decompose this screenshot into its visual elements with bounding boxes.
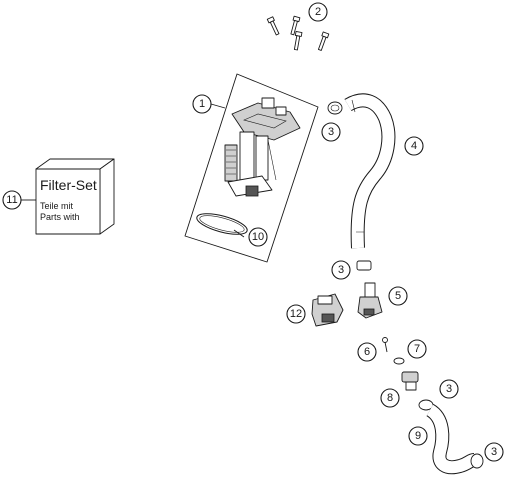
washer-part-7	[393, 357, 405, 365]
o-ring-part-10	[196, 213, 248, 235]
filter-set-line-1: Teile mit	[40, 201, 74, 211]
callout-4: 4	[404, 136, 424, 156]
clamp-part-3-bottom	[470, 453, 484, 469]
callout-9: 9	[408, 426, 428, 446]
callout-6: 6	[357, 342, 377, 362]
callout-label-1: 1	[199, 98, 205, 110]
clamp-part-3-top	[327, 101, 343, 115]
hose-part-9	[425, 403, 475, 475]
callout-3-bottom: 3	[484, 442, 504, 462]
screw-part-6	[382, 337, 388, 353]
callout-3-lower: 3	[439, 379, 459, 399]
callout-label-5: 5	[395, 290, 401, 302]
callout-label-4: 4	[411, 140, 417, 152]
callout-label-12: 12	[290, 308, 302, 320]
screws-part-2	[266, 15, 330, 51]
filter-set-line-2: Parts with	[40, 212, 80, 222]
connector-part-12	[311, 293, 344, 327]
callout-label-11: 11	[6, 194, 17, 206]
leader-lines	[21, 103, 245, 238]
callout-2: 2	[308, 2, 328, 22]
callout-label-2: 2	[315, 6, 321, 18]
callout-3-middle: 3	[331, 260, 351, 280]
callout-label-10: 10	[252, 231, 264, 243]
connector-part-5	[357, 282, 383, 319]
callout-3-top: 3	[321, 122, 341, 142]
callout-label-8: 8	[387, 392, 393, 404]
callout-7: 7	[407, 339, 427, 359]
callout-label-9: 9	[415, 430, 421, 442]
callout-label-3-lower: 3	[446, 383, 452, 395]
fuel-hose-part-4	[344, 93, 396, 249]
callout-5: 5	[388, 286, 408, 306]
callout-label-3-top: 3	[328, 126, 334, 138]
clamp-part-3-middle	[356, 260, 372, 271]
callout-11: 11	[2, 190, 22, 210]
callout-label-3-bottom: 3	[491, 446, 497, 458]
filter-set-title: Filter-Set	[40, 177, 97, 193]
callout-1: 1	[192, 94, 212, 114]
callout-10: 10	[248, 227, 268, 247]
filter-set-box-part-11: Filter-Set Teile mit Parts with	[35, 158, 115, 235]
callout-12: 12	[286, 304, 306, 324]
fitting-part-8	[401, 371, 419, 391]
callout-label-6: 6	[364, 346, 370, 358]
callout-label-7: 7	[414, 343, 420, 355]
callout-label-3-middle: 3	[338, 264, 344, 276]
callout-8: 8	[380, 388, 400, 408]
